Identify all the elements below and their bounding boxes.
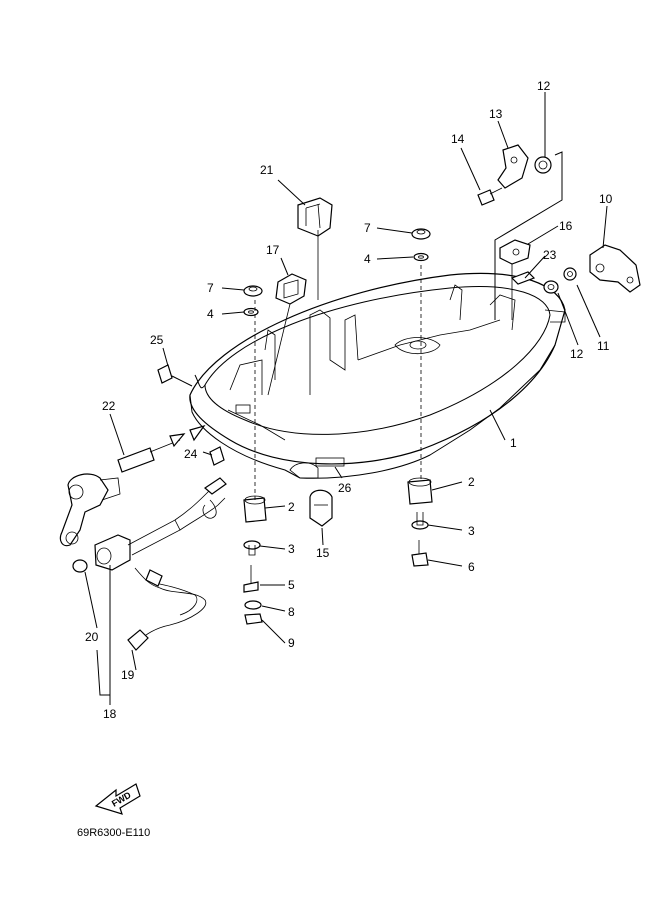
callout-labels: 1 2 2 3 3 4 4 5 6 7 7 8 9 10 11 12 12 13… xyxy=(85,79,613,721)
part-2-mount-left xyxy=(243,495,267,523)
part-16-link xyxy=(499,239,531,320)
part-4-washer-right xyxy=(413,252,429,262)
label-9: 9 xyxy=(288,636,295,650)
label-8: 8 xyxy=(288,605,295,619)
part-19-lanyard xyxy=(127,567,207,651)
label-23: 23 xyxy=(543,248,557,262)
part-4-washer-left xyxy=(243,307,259,317)
part-9-nut-left xyxy=(244,613,263,625)
alignment-lines xyxy=(254,230,422,500)
label-24: 24 xyxy=(184,447,198,461)
label-15: 15 xyxy=(316,546,330,560)
label-7-left: 7 xyxy=(207,281,214,295)
label-25: 25 xyxy=(150,333,164,347)
label-26: 26 xyxy=(338,481,352,495)
label-16: 16 xyxy=(559,219,573,233)
part-25-label xyxy=(157,364,173,384)
part-3-collar-left xyxy=(243,540,261,556)
leader-lines xyxy=(84,92,608,705)
part-2-mount-right xyxy=(407,477,433,505)
fwd-arrow-icon: FWD xyxy=(94,783,141,815)
label-5: 5 xyxy=(288,578,295,592)
label-4-left: 4 xyxy=(207,307,214,321)
label-10: 10 xyxy=(599,192,613,206)
part-23-plate xyxy=(510,271,536,285)
label-4-right: 4 xyxy=(364,252,371,266)
part-11-washer xyxy=(563,267,577,281)
label-12-top: 12 xyxy=(537,79,551,93)
part-20-clip xyxy=(72,559,88,573)
part-10-lever xyxy=(589,244,641,293)
label-3-right: 3 xyxy=(468,524,475,538)
shift-lever xyxy=(59,473,121,547)
label-17: 17 xyxy=(266,243,280,257)
part-7-nut-right xyxy=(411,228,431,240)
label-13: 13 xyxy=(489,107,503,121)
part-15-bracket xyxy=(309,489,333,527)
label-21: 21 xyxy=(260,163,274,177)
label-18: 18 xyxy=(103,707,117,721)
part-24-label xyxy=(209,446,225,466)
label-3-left: 3 xyxy=(288,542,295,556)
label-22: 22 xyxy=(102,399,116,413)
bottom-cowling xyxy=(189,272,566,479)
label-1: 1 xyxy=(510,436,517,450)
diagram-code: 69R6300-E110 xyxy=(77,827,150,839)
part-7-nut-left xyxy=(243,285,263,297)
part-8-washer-left xyxy=(244,600,262,610)
part-12-grommet-upper xyxy=(534,156,552,174)
part-13-bracket xyxy=(497,144,529,189)
part-21-grommet xyxy=(297,197,333,237)
label-7-right: 7 xyxy=(364,221,371,235)
label-19: 19 xyxy=(121,668,135,682)
part-6-bolt-right xyxy=(411,540,429,567)
part-12-grommet-right xyxy=(543,280,559,294)
part-18-stop-switch xyxy=(94,477,227,571)
label-20: 20 xyxy=(85,630,99,644)
label-2-left: 2 xyxy=(288,500,295,514)
label-6: 6 xyxy=(468,560,475,574)
label-12-right: 12 xyxy=(570,347,584,361)
part-5-bolt-left xyxy=(243,565,259,593)
label-11: 11 xyxy=(597,339,610,353)
label-2-right: 2 xyxy=(468,475,475,489)
part-3-collar-right xyxy=(411,512,429,530)
part-14-bolt xyxy=(477,187,503,206)
part-17-grommet xyxy=(275,273,307,305)
label-14: 14 xyxy=(451,132,465,146)
part-22-shaft xyxy=(117,424,206,473)
